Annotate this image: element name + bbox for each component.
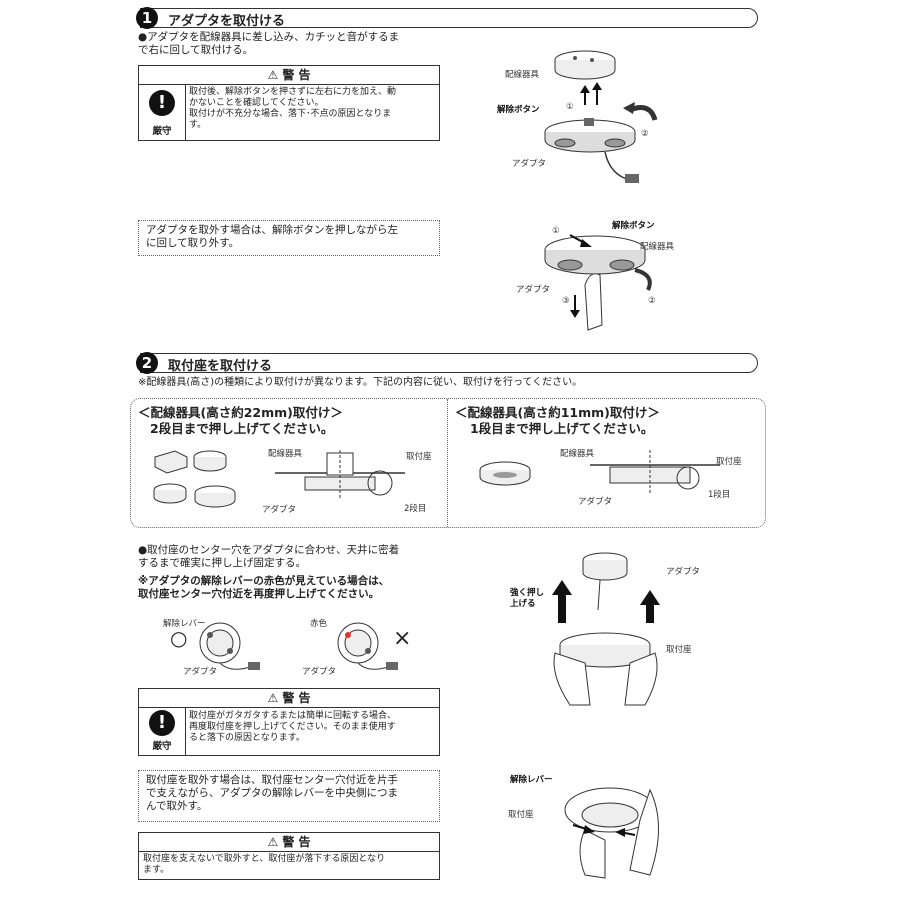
exclamation-icon: ! xyxy=(149,90,175,116)
section1-removal-note-box xyxy=(138,220,440,256)
warning-text: 取付後、解除ボタンを押さずに左右に力を加え、動 かないことを確認してください。 … xyxy=(189,87,397,130)
mount-removal-illustration xyxy=(564,787,659,879)
red-label: 赤色 xyxy=(310,619,328,629)
push-up-illustration xyxy=(552,552,660,706)
strict-label: 厳守 xyxy=(152,741,172,752)
release-lever-illustration xyxy=(199,622,398,670)
lever-adapter-label-2: アダプタ xyxy=(302,667,337,677)
fig2-step3: ③ xyxy=(562,296,570,306)
right-fig-mount-label: 取付座 xyxy=(716,457,742,467)
left-fig-step-label: 2段目 xyxy=(404,504,427,514)
left-option-head2: 2段目まで押し上げてください。 xyxy=(150,421,334,436)
push-fig-mount-label: 取付座 xyxy=(666,645,692,655)
push-fig-adapter-label: アダプタ xyxy=(666,567,701,577)
short-outlet-illustration xyxy=(479,450,720,495)
right-option-head2: 1段目まで押し上げてください。 xyxy=(470,421,654,436)
warning-icon-cell: ! 厳守 xyxy=(139,707,186,755)
section2-warning-box: ⚠ 警 告 ! 厳守 取付座がガタガタするまたは簡単に回転する場合、 再度取付座… xyxy=(138,688,440,756)
exclamation-icon: ! xyxy=(149,710,175,736)
fig1-haisen-label: 配線器具 xyxy=(505,70,540,80)
section1-removal-note: アダプタを取外す場合は、解除ボタンを押しながら左 に回して取り外す。 xyxy=(146,224,398,249)
warning-header: ⚠ 警 告 xyxy=(139,66,439,85)
ng-mark: × xyxy=(393,626,412,651)
left-fig-adapter-label: アダプタ xyxy=(262,505,297,515)
strict-label: 厳守 xyxy=(152,126,172,137)
left-option-head1: ＜配線器具(高さ約22mm)取付け＞ xyxy=(138,405,343,420)
section2-removal-note-box xyxy=(138,770,440,822)
right-fig-haisen-label: 配線器具 xyxy=(560,449,595,459)
fig2-step1: ① xyxy=(552,226,560,236)
fig1-step1: ① xyxy=(566,102,574,112)
adapter-attach-illustration xyxy=(544,50,658,183)
mounting-options-divider xyxy=(447,399,448,527)
left-fig-haisen-label: 配線器具 xyxy=(268,449,303,459)
right-fig-adapter-label: アダプタ xyxy=(578,497,613,507)
section2-warning2-box: ⚠ 警 告 取付座を支えないで取外すと、取付座が落下する原因となり ます。 xyxy=(138,832,440,880)
warning-icon-cell: ! 厳守 xyxy=(139,84,186,140)
section1-warning-box: ⚠ 警 告 ! 厳守 取付後、解除ボタンを押さずに左右に力を加え、動 かないこと… xyxy=(138,65,440,141)
right-option-head1: ＜配線器具(高さ約11mm)取付け＞ xyxy=(455,405,660,420)
lever-label: 解除レバー xyxy=(163,619,206,629)
fig2-step2: ② xyxy=(648,296,656,306)
section2-bullet: ●取付座のセンター穴をアダプタに合わせ、天井に密着 するまで確実に押し上げ固定す… xyxy=(138,544,400,569)
ok-mark: ○ xyxy=(170,626,188,650)
left-fig-mount-label: 取付座 xyxy=(406,452,432,462)
warning-header: ⚠ 警 告 xyxy=(139,833,439,852)
warning-text: 取付座を支えないで取外すと、取付座が落下する原因となり ます。 xyxy=(143,854,386,875)
fig2-release-button-label: 解除ボタン xyxy=(612,221,655,231)
fig1-adapter-label: アダプタ xyxy=(512,159,547,169)
section1-bullet: ●アダプタを配線器具に差し込み、カチッと音がするま で右に回して取付ける。 xyxy=(138,31,400,56)
mounting-options-box xyxy=(130,398,766,528)
section2-number-badge: 2 xyxy=(136,352,158,374)
fig2-haisen-label: 配線器具 xyxy=(640,242,675,252)
right-fig-step-label: 1段目 xyxy=(708,490,731,500)
removal-mount-label: 取付座 xyxy=(508,810,534,820)
section2-removal-note: 取付座を取外す場合は、取付座センター穴付近を片手 で支えながら、アダプタの解除レ… xyxy=(146,774,398,812)
adapter-removal-illustration xyxy=(544,234,652,331)
fig1-release-button-label: 解除ボタン xyxy=(497,105,540,115)
warning-header: ⚠ 警 告 xyxy=(139,689,439,708)
section2-caution: ※アダプタの解除レバーの赤色が見えている場合は、 取付座センター穴付近を再度押し… xyxy=(138,575,390,600)
push-strongly-label: 強く押し 上げる xyxy=(510,588,545,609)
fig1-step2: ② xyxy=(641,129,649,139)
section1-title: アダプタを取付ける xyxy=(168,14,286,29)
section1-number-badge: 1 xyxy=(136,7,158,29)
tall-outlet-illustration xyxy=(153,450,405,508)
section2-note: ※配線器具(高さ)の種類により取付けが異なります。下記の内容に従い、取付けを行っ… xyxy=(138,377,583,388)
warning-text: 取付座がガタガタするまたは簡単に回転する場合、 再度取付座を押し上げてください。… xyxy=(189,711,397,743)
section2-title: 取付座を取付ける xyxy=(168,359,273,374)
removal-lever-label: 解除レバー xyxy=(510,775,553,785)
fig2-adapter-label: アダプタ xyxy=(516,285,551,295)
lever-adapter-label-1: アダプタ xyxy=(183,667,218,677)
